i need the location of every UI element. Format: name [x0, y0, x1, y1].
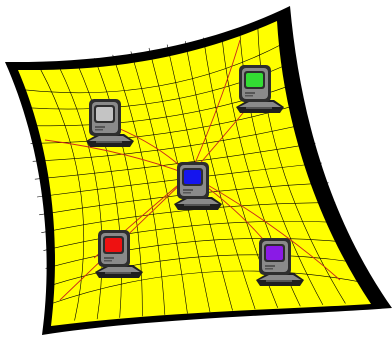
screen-bottom-right — [266, 246, 283, 260]
screen-center — [184, 170, 201, 184]
screen-bottom-left — [105, 238, 122, 252]
screen-top-left — [96, 107, 113, 121]
screen-top-right — [246, 73, 263, 87]
